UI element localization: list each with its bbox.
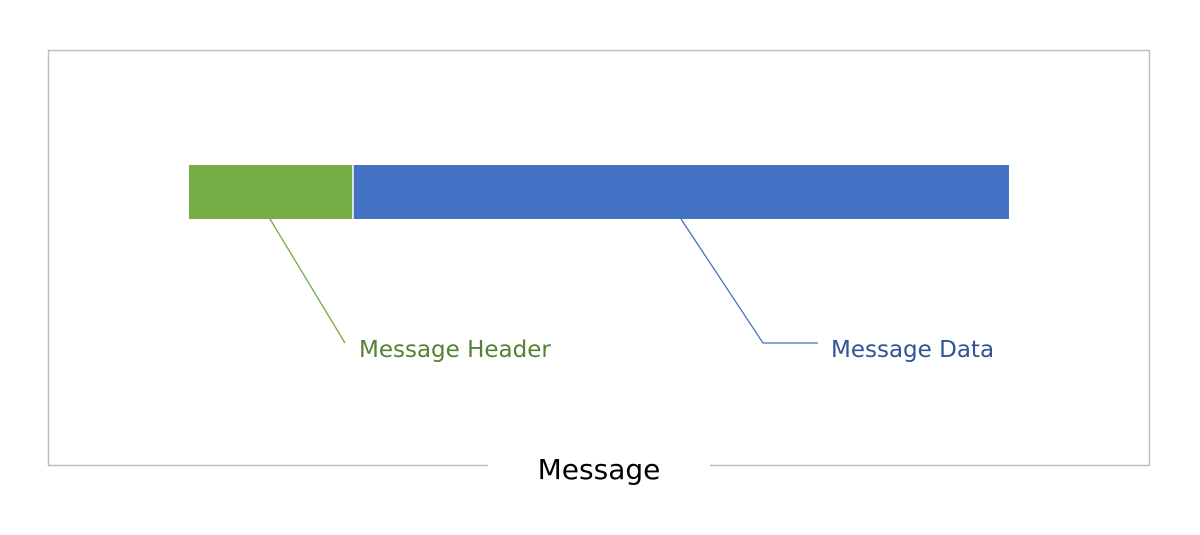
message-caption: Message xyxy=(538,453,661,486)
message-data-segment xyxy=(353,165,1009,219)
message-data-label: Message Data xyxy=(831,337,994,363)
message-header-leader-line xyxy=(269,218,346,344)
message-header-segment xyxy=(189,165,353,219)
message-header-label: Message Header xyxy=(359,337,551,363)
message-frame xyxy=(47,49,1151,467)
message-data-leader-line xyxy=(680,218,818,344)
